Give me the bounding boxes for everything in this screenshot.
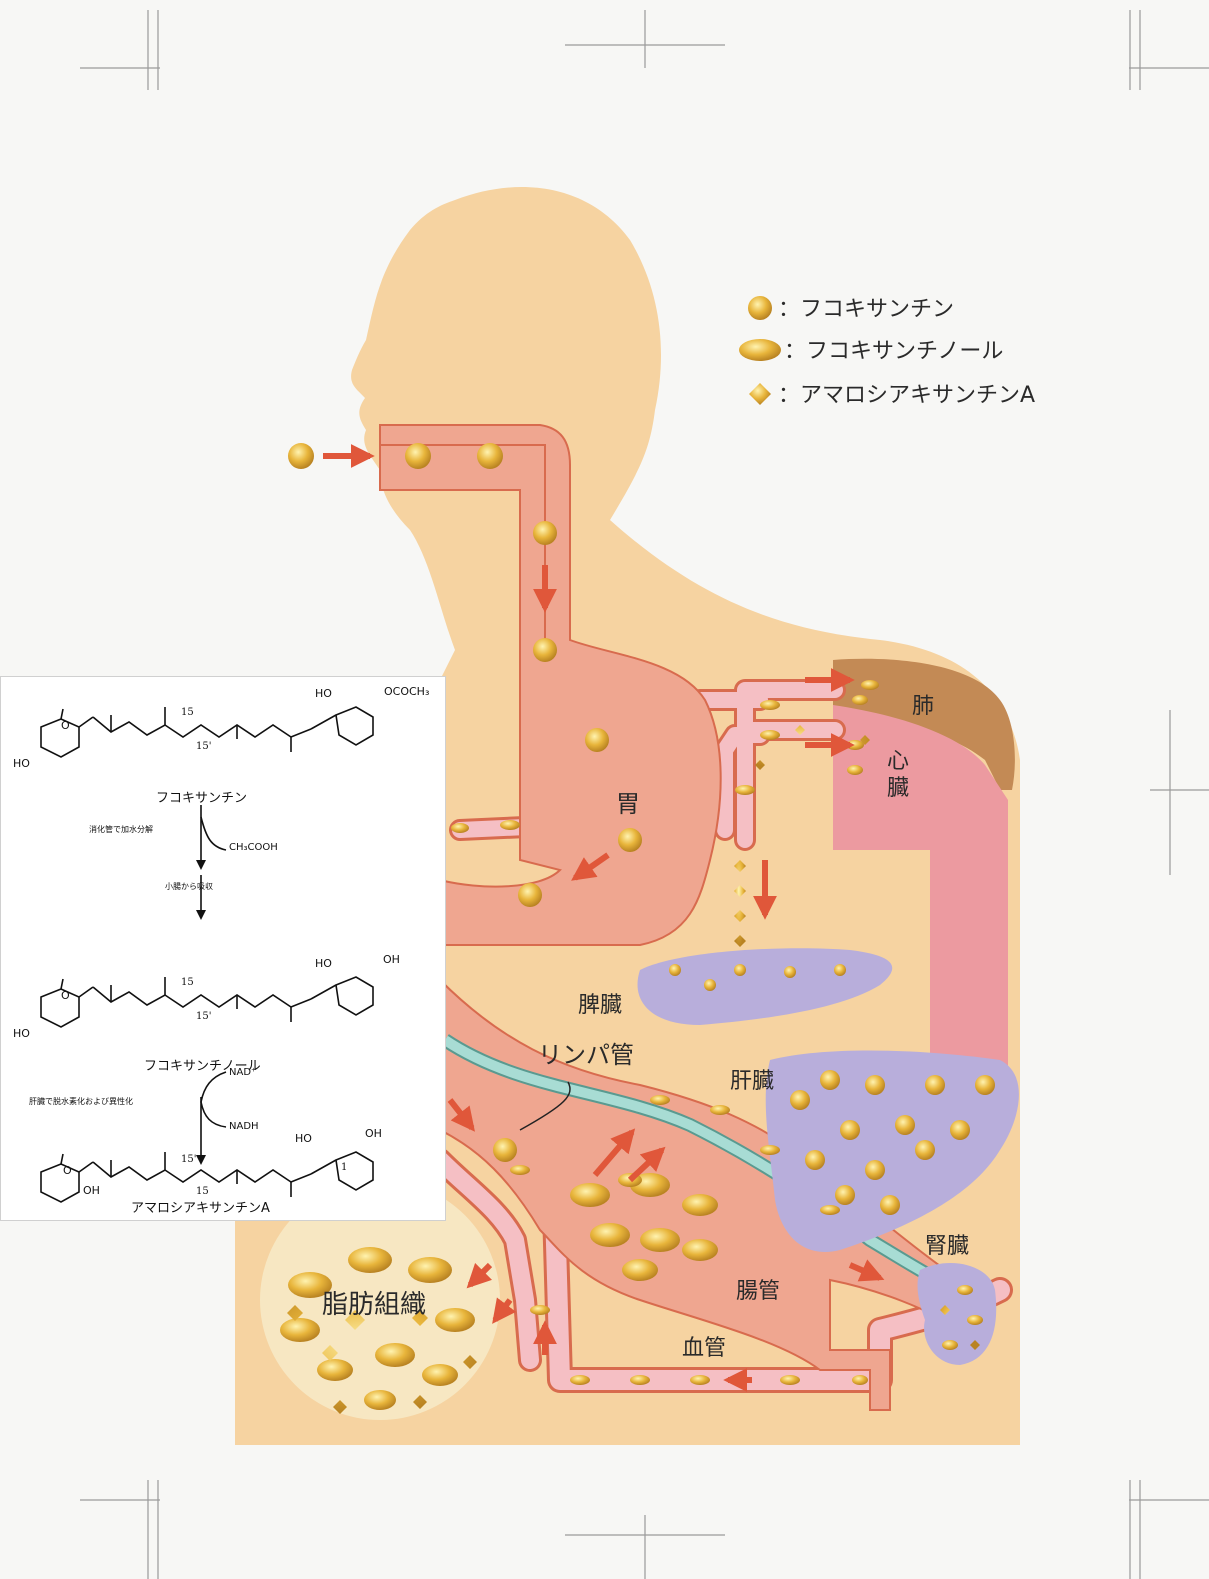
c3-oh-ring: OH	[83, 1184, 100, 1197]
c2-n15: 15	[181, 977, 194, 988]
nad-label: NAD⁺	[229, 1067, 256, 1078]
c1-ococh3: OCOCH₃	[384, 685, 429, 698]
heart-label-2: 臓	[887, 776, 909, 801]
lymph-label: リンパ管	[538, 1041, 634, 1069]
legend-amarouciaxanthin-marker	[749, 383, 771, 405]
step-1-product: CH₃COOH	[229, 842, 278, 853]
heart-label-1: 心	[887, 749, 909, 774]
legend: ：フコキサンチン ：フコキサンチノール ：アマロシアキサンチンA	[739, 296, 1035, 408]
step-2-label: 小腸から吸収	[165, 881, 213, 892]
spleen-label: 脾臓	[578, 993, 622, 1018]
c3-n15: 15	[196, 1186, 209, 1197]
step-3-label: 肝臓で脱水素化および異性化	[29, 1096, 133, 1107]
compound-3-name: アマロシアキサンチンA	[131, 1197, 270, 1216]
c3-n15p: 15'	[181, 1154, 196, 1165]
c1-o: O	[61, 719, 70, 732]
c2-oh-top: OH	[383, 953, 400, 966]
c1-n15: 15	[181, 707, 194, 718]
c1-ho-top: HO	[315, 687, 332, 700]
c2-ho-left: HO	[13, 1027, 30, 1040]
compound-1-name: フコキサンチン	[156, 787, 247, 806]
stomach-label: 胃	[616, 790, 640, 818]
legend-fucoxanthinol-marker	[739, 339, 781, 361]
legend-fucoxanthinol-label: ：フコキサンチノール	[784, 339, 1003, 364]
legend-fucoxanthin-label: ：フコキサンチン	[778, 297, 954, 322]
nadh-label: NADH	[229, 1121, 259, 1132]
blood-vessel-label: 血管	[682, 1336, 726, 1361]
metabolism-pathway-panel: OCOCH₃ HO HO O 15 15' フコキサンチン 消化管で加水分解 C…	[0, 676, 446, 1221]
c2-n15p: 15'	[196, 1011, 211, 1022]
c1-ho-left: HO	[13, 757, 30, 770]
lung-label: 肺	[912, 694, 934, 719]
c3-oh-top: OH	[365, 1127, 382, 1140]
adipose-label: 脂肪組織	[322, 1290, 426, 1320]
c2-ho-top: HO	[315, 957, 332, 970]
kidney-label: 腎臓	[925, 1234, 969, 1259]
legend-amarouciaxanthin-label: ：アマロシアキサンチンA	[778, 383, 1035, 408]
c3-ho-top: HO	[295, 1132, 312, 1145]
liver-label: 肝臓	[730, 1069, 774, 1094]
c3-n1: 1	[341, 1162, 347, 1173]
intestine-label: 腸管	[736, 1279, 780, 1304]
c2-o: O	[61, 989, 70, 1002]
c3-o: O	[63, 1164, 72, 1177]
c1-n15p: 15'	[196, 741, 211, 752]
structure-drawings	[1, 677, 447, 1222]
legend-fucoxanthin-marker	[748, 296, 772, 320]
step-1-label: 消化管で加水分解	[89, 824, 153, 835]
